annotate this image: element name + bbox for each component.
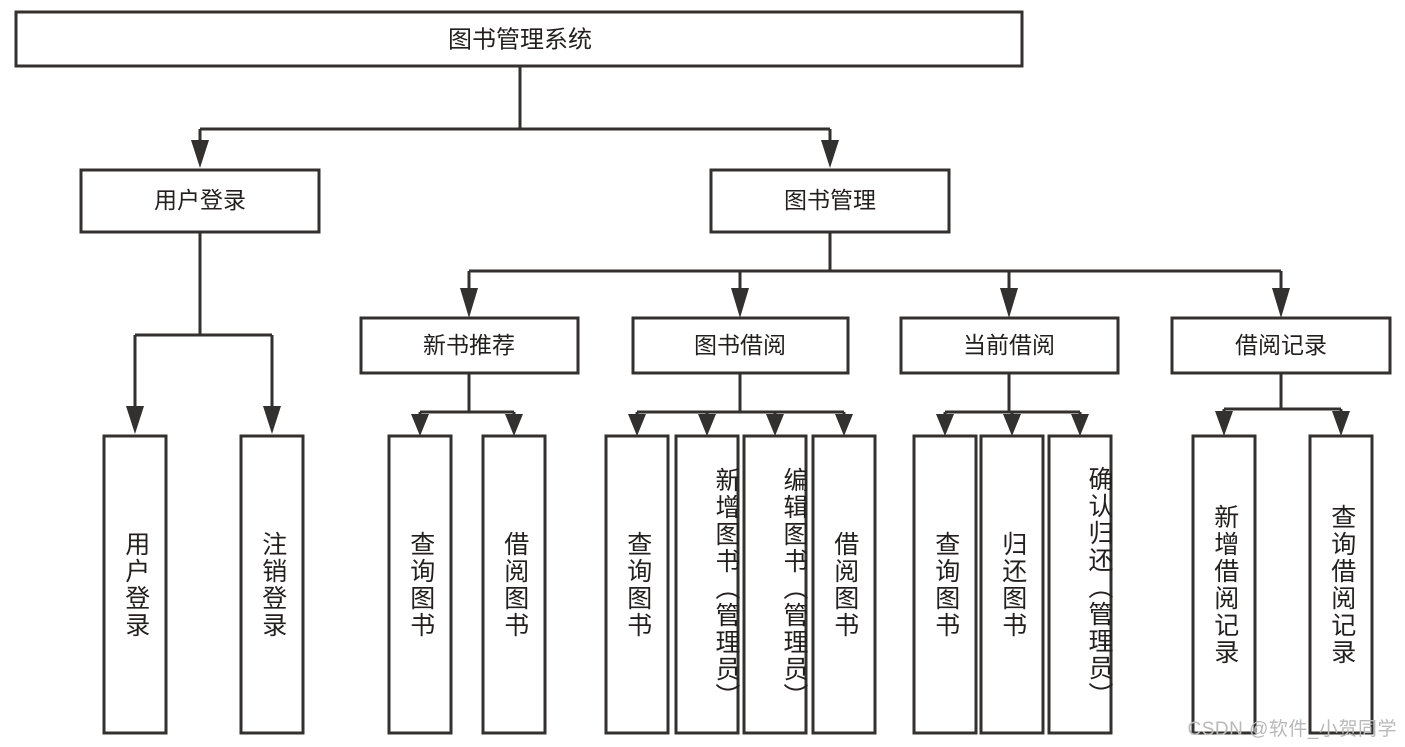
node-label-user-login: 用户登录 [154,187,246,213]
arrow-to-user-login [191,140,209,168]
arrow-newbook-leaf-2 [505,414,523,436]
node-box-user-login[interactable] [79,168,321,234]
node-box-leaf-query-book-bb[interactable] [604,434,670,735]
arrow-borrow-leaf-2 [698,414,716,436]
node-box-leaf-query-book-nb[interactable] [387,434,453,735]
node-label-borrow-record: 借阅记录 [1235,332,1327,358]
node-box-leaf-add-record[interactable] [1191,434,1257,735]
arrow-borrow-leaf-3 [766,414,784,436]
node-box-leaf-return-book[interactable] [979,434,1045,735]
csdn-watermark: CSDN @软件_小贺同学 [1187,719,1397,740]
node-box-leaf-borrow-book-bb[interactable] [811,434,877,735]
node-box-leaf-edit-book[interactable] [742,434,808,735]
node-label-book-borrow: 图书借阅 [694,332,786,358]
arrow-current-leaf-3 [1071,414,1089,436]
arrow-to-leaf-logout [263,406,281,434]
arrow-newbook-leaf-1 [411,414,429,436]
node-label-current-borrow: 当前借阅 [963,332,1055,358]
node-box-system[interactable] [14,10,1024,68]
node-box-borrow-record[interactable] [1170,316,1392,375]
arrow-to-new-book-rec [460,288,478,318]
node-box-leaf-add-book[interactable] [674,434,740,735]
node-label-system: 图书管理系统 [448,26,592,53]
node-label-new-book-recommend: 新书推荐 [423,332,515,358]
nodes-layer: 图书管理系统 用户登录 图书管理 新书推荐 图书借阅 当前借阅 借阅记录 [14,10,1392,735]
node-box-leaf-borrow-book-nb[interactable] [481,434,547,735]
arrow-to-book-borrow [731,288,749,318]
arrow-to-current-borrow [1000,288,1018,318]
edges-layer [126,66,1350,436]
arrow-current-leaf-2 [1003,414,1021,436]
node-box-leaf-logout[interactable] [239,434,305,735]
node-box-book-management[interactable] [709,168,951,234]
node-box-book-borrow[interactable] [631,316,850,375]
node-box-leaf-query-book-cb[interactable] [912,434,978,735]
arrow-record-leaf-1 [1215,411,1233,436]
node-box-current-borrow[interactable] [899,316,1120,375]
node-box-leaf-confirm-return[interactable] [1047,434,1113,735]
arrow-borrow-leaf-1 [628,414,646,436]
arrow-borrow-leaf-4 [835,414,853,436]
node-box-leaf-query-record[interactable] [1308,434,1374,735]
arrow-to-borrow-record [1272,288,1290,318]
node-box-new-book-recommend[interactable] [359,316,580,375]
arrow-to-leaf-user-login [126,406,144,434]
node-box-leaf-user-login[interactable] [102,434,168,735]
node-label-book-management: 图书管理 [784,187,876,213]
arrow-to-book-management [821,140,839,168]
arrow-record-leaf-2 [1332,411,1350,436]
arrow-current-leaf-1 [936,414,954,436]
